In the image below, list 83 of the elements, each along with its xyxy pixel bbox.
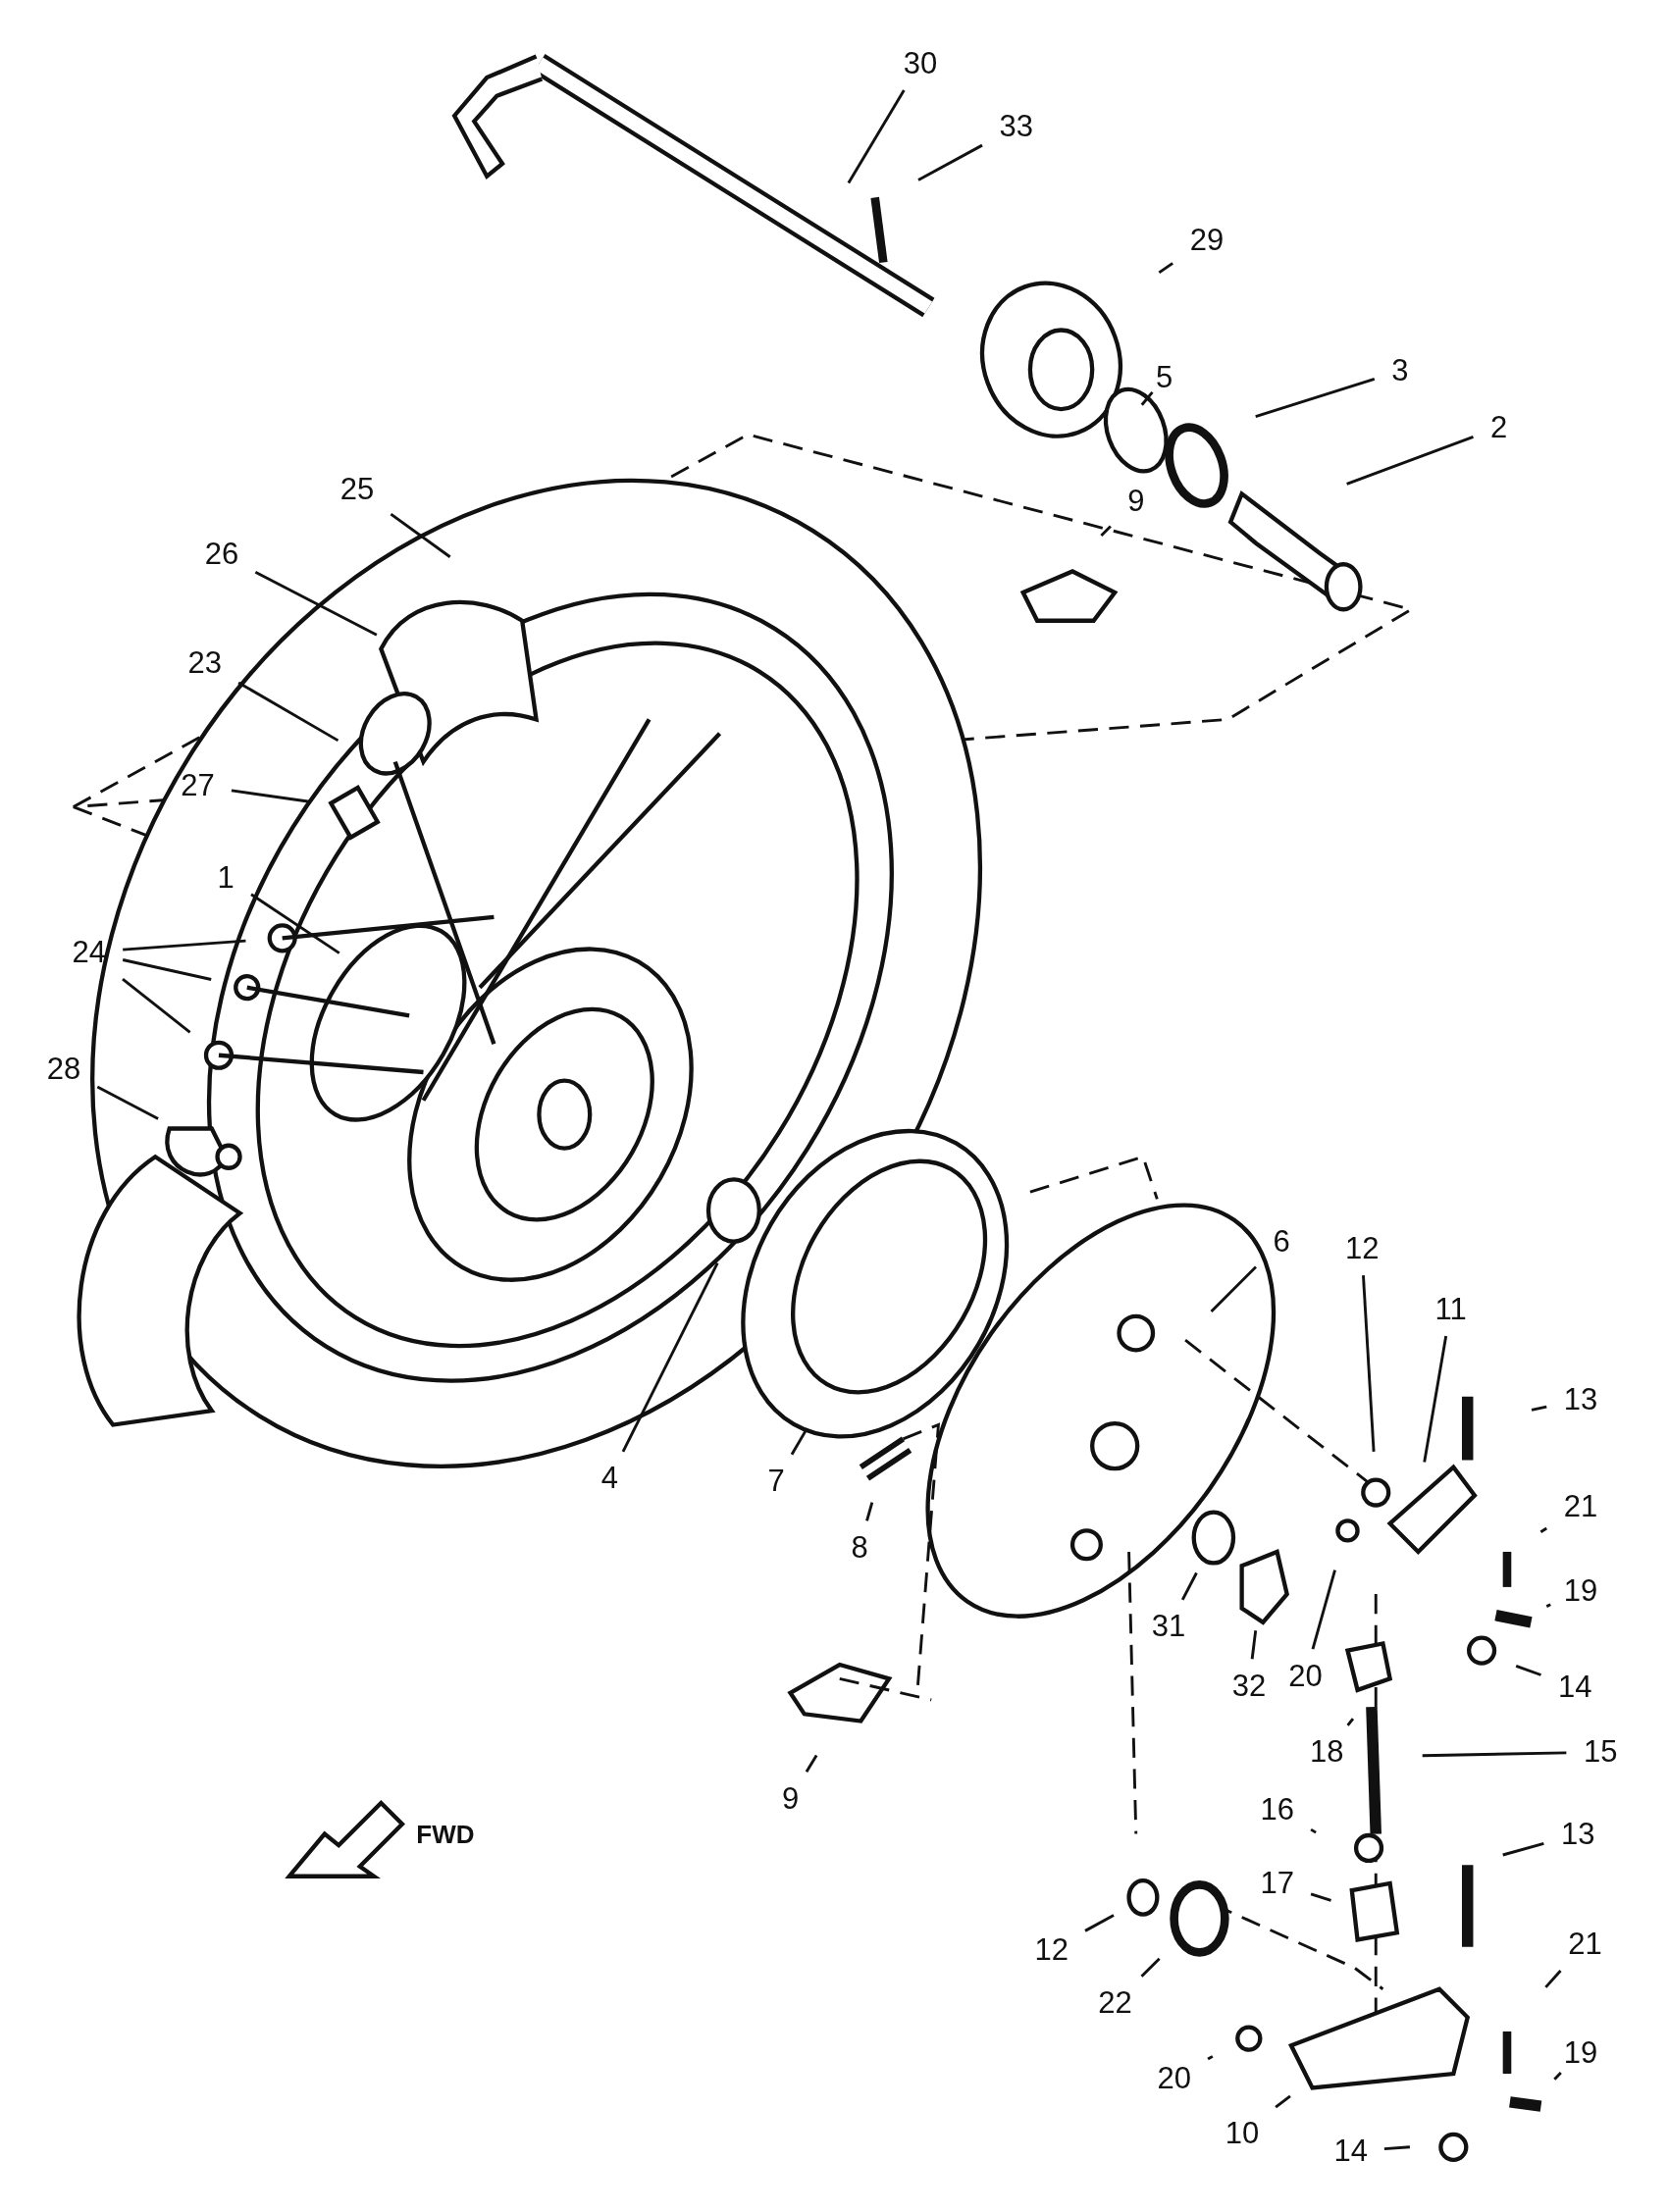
- leader-line: [1502, 1841, 1544, 1857]
- callout-number: 18: [1309, 1735, 1344, 1770]
- callout-number: 26: [204, 538, 239, 572]
- callout-number: 11: [1434, 1292, 1467, 1326]
- callout-number: 14: [1333, 2135, 1368, 2169]
- callout-number: 25: [339, 473, 375, 507]
- leader-line: [96, 1085, 159, 1120]
- leader-line: [1310, 1892, 1331, 1902]
- callout-number: 2: [1489, 410, 1508, 444]
- callout-number: 31: [1151, 1610, 1186, 1644]
- leader-line: [122, 977, 191, 1034]
- leader-line: [1346, 1718, 1355, 1726]
- callout-number: 9: [1127, 484, 1145, 518]
- leader-line: [1545, 1603, 1551, 1608]
- callout-number: 3: [1391, 354, 1409, 388]
- leader-line: [1140, 390, 1154, 406]
- callout-number: 32: [1231, 1669, 1267, 1703]
- callout-number: 20: [1288, 1659, 1323, 1693]
- callout-number: 14: [1558, 1671, 1592, 1705]
- leader-line: [237, 681, 339, 743]
- leader-line: [1311, 1569, 1336, 1650]
- leader-line: [1140, 1957, 1161, 1978]
- leader-line: [1255, 378, 1376, 418]
- callout-number: 10: [1225, 2116, 1260, 2150]
- leader-line: [1422, 1751, 1567, 1758]
- leader-line: [621, 1261, 719, 1453]
- leader-line: [1275, 2094, 1291, 2109]
- leader-line: [1346, 436, 1474, 486]
- callout-number: 15: [1583, 1735, 1618, 1770]
- callout-number: 13: [1563, 1382, 1598, 1416]
- leader-line: [790, 1427, 808, 1456]
- callout-number: 6: [1273, 1224, 1290, 1259]
- callout-number: 21: [1563, 1490, 1598, 1524]
- leader-line: [1531, 1405, 1547, 1412]
- callout-number: 22: [1098, 1986, 1132, 2021]
- callout-number: 20: [1157, 2061, 1192, 2095]
- leader-line: [1423, 1335, 1448, 1463]
- callout-number: 24: [72, 935, 107, 969]
- callout-number: 21: [1568, 1927, 1602, 1961]
- callout-number: 33: [999, 110, 1033, 144]
- callout-number: 1: [217, 860, 235, 895]
- leader-line: [865, 1502, 874, 1521]
- callout-number: 19: [1563, 1574, 1598, 1609]
- callout-number: 27: [181, 769, 215, 803]
- leader-line: [254, 570, 378, 637]
- leader-line: [1362, 1275, 1376, 1452]
- callout-number: 13: [1560, 1817, 1595, 1851]
- callout-number: 5: [1156, 361, 1173, 395]
- leader-line: [1100, 525, 1112, 537]
- callout-number: 8: [851, 1530, 868, 1565]
- leader-line: [1515, 1664, 1541, 1676]
- leader-line: [250, 893, 340, 954]
- leader-line: [805, 1754, 818, 1774]
- leader-line: [1250, 1630, 1258, 1660]
- leader-line: [1553, 2072, 1562, 2081]
- callout-number: 12: [1034, 1932, 1069, 1967]
- leader-line: [123, 939, 246, 952]
- callout-number: 16: [1260, 1793, 1295, 1827]
- leader-line: [122, 958, 212, 981]
- leader-line: [1084, 1914, 1115, 1932]
- leader-line: [1310, 1827, 1317, 1834]
- leader-line: [1207, 2055, 1214, 2061]
- direction-label: FWD: [416, 1820, 475, 1851]
- leader-line: [1539, 1526, 1548, 1534]
- leader-line: [1383, 2145, 1410, 2150]
- leader-line: [917, 143, 983, 181]
- callout-number: 30: [903, 46, 938, 80]
- callout-number: 23: [187, 645, 222, 680]
- callout-number: 28: [46, 1053, 81, 1087]
- leader-line: [1544, 1970, 1562, 1988]
- leader-line: [390, 512, 451, 558]
- callout-number: 19: [1563, 2035, 1598, 2070]
- callout-number: 7: [767, 1465, 785, 1499]
- callout-number: 12: [1344, 1231, 1380, 1265]
- callout-number: 17: [1260, 1867, 1295, 1901]
- leader-line: [1158, 262, 1173, 275]
- callout-number: 29: [1189, 223, 1225, 257]
- leader-line: [1210, 1265, 1257, 1312]
- callout-number: 4: [600, 1462, 619, 1496]
- leader-line: [1180, 1571, 1198, 1601]
- leader-line: [231, 789, 310, 803]
- callout-number: 9: [781, 1781, 800, 1816]
- leader-line: [847, 89, 906, 184]
